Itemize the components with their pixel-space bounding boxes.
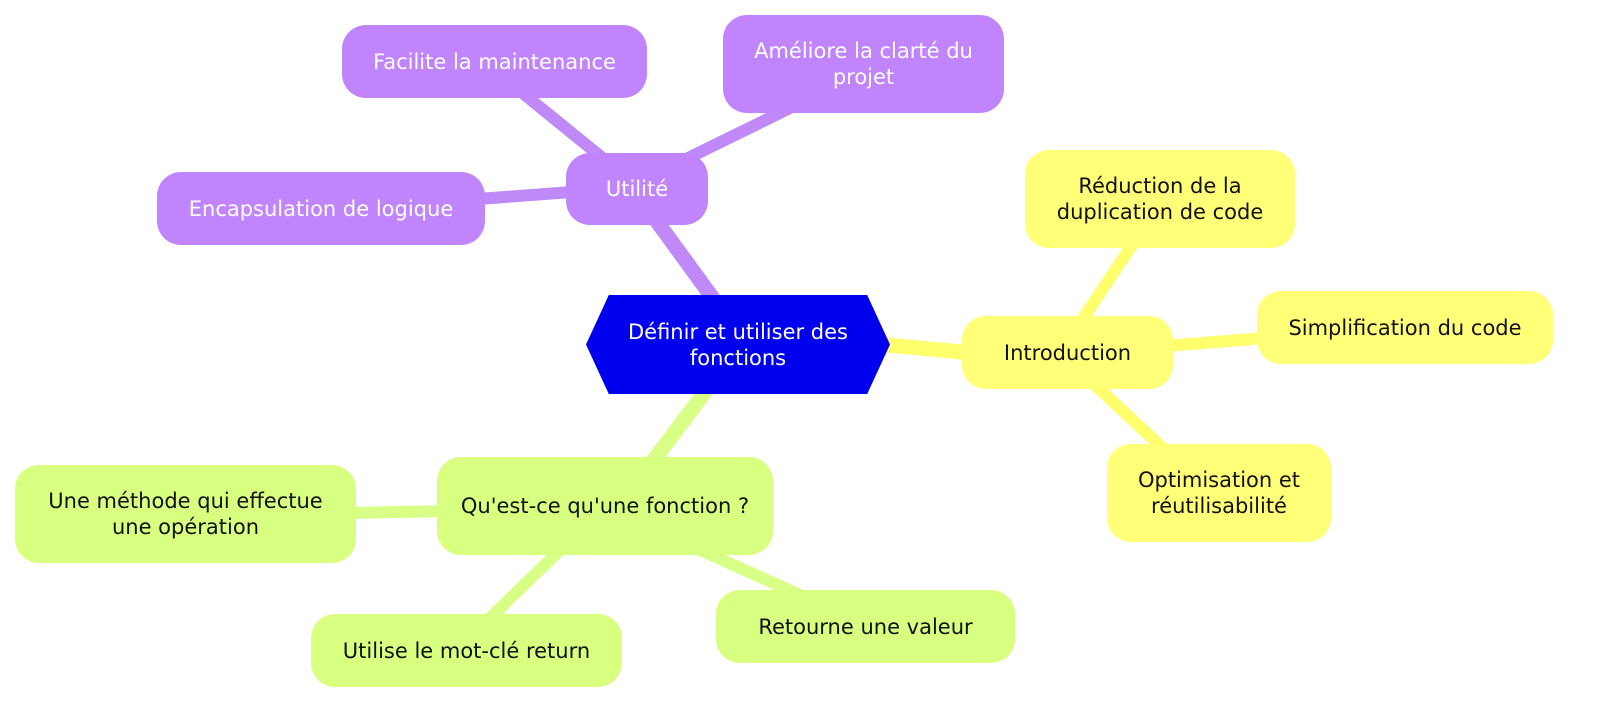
leaf-label-facilite-maintenance: Facilite la maintenance	[373, 49, 616, 74]
edge-question-methode	[344, 505, 452, 519]
leaf-node-optimisation: Optimisation et réutilisabilité	[1107, 444, 1331, 542]
leaf-node-methode-operation: Une méthode qui effectue une opération	[15, 465, 356, 563]
leaf-node-reduction-duplication: Réduction de la duplication de code	[1025, 150, 1295, 248]
edge-utilite-maintenance	[519, 89, 611, 166]
leaf-node-mot-cle-return: Utilise le mot-clé return	[311, 614, 622, 687]
leaf-label-mot-cle-return: Utilise le mot-clé return	[342, 638, 591, 663]
leaf-node-ameliore-clarte: Améliore la clarté du projet	[723, 15, 1004, 113]
branch-label-utilite: Utilité	[605, 177, 669, 201]
edge-utilite-encapsulation	[472, 186, 578, 205]
leaf-node-retourne-valeur: Retourne une valeur	[716, 590, 1015, 663]
edge-introduction-simplification	[1159, 332, 1271, 352]
branch-label-introduction: Introduction	[1003, 340, 1132, 365]
branch-node-introduction: Introduction	[962, 316, 1173, 389]
leaf-label-simplification: Simplification du code	[1288, 315, 1522, 340]
branch-node-quest-ce-qu-une-fonction: Qu'est-ce qu'une fonction ?	[437, 457, 773, 555]
leaf-label-encapsulation: Encapsulation de logique	[188, 196, 454, 221]
edge-question-valeur	[694, 544, 806, 601]
leaf-label-reduction-duplication: Réduction de la duplication de code	[1056, 174, 1264, 224]
edge-root-introduction	[878, 337, 980, 361]
edge-root-question	[642, 384, 713, 473]
edge-utilite-clarte	[674, 102, 796, 168]
leaf-label-retourne-valeur: Retourne une valeur	[758, 614, 973, 639]
leaf-label-ameliore-clarte: Améliore la clarté du projet	[754, 39, 973, 89]
branch-label-quest-ce-qu-une-fonction: Qu'est-ce qu'une fonction ?	[460, 494, 750, 518]
leaf-node-facilite-maintenance: Facilite la maintenance	[342, 25, 647, 98]
edge-question-return	[482, 544, 566, 626]
leaf-label-optimisation: Optimisation et réutilisabilité	[1137, 468, 1301, 518]
root-node: Définir et utiliser des fonctions	[586, 295, 890, 394]
leaf-node-simplification: Simplification du code	[1257, 291, 1553, 364]
leaf-node-encapsulation: Encapsulation de logique	[157, 172, 485, 245]
leaf-label-methode-operation: Une méthode qui effectue une opération	[48, 489, 323, 539]
edge-introduction-reduction	[1076, 230, 1144, 326]
edge-introduction-optimisation	[1089, 379, 1176, 461]
branch-node-utilite: Utilité	[566, 153, 708, 225]
root-node-label: Définir et utiliser des fonctions	[627, 319, 848, 370]
